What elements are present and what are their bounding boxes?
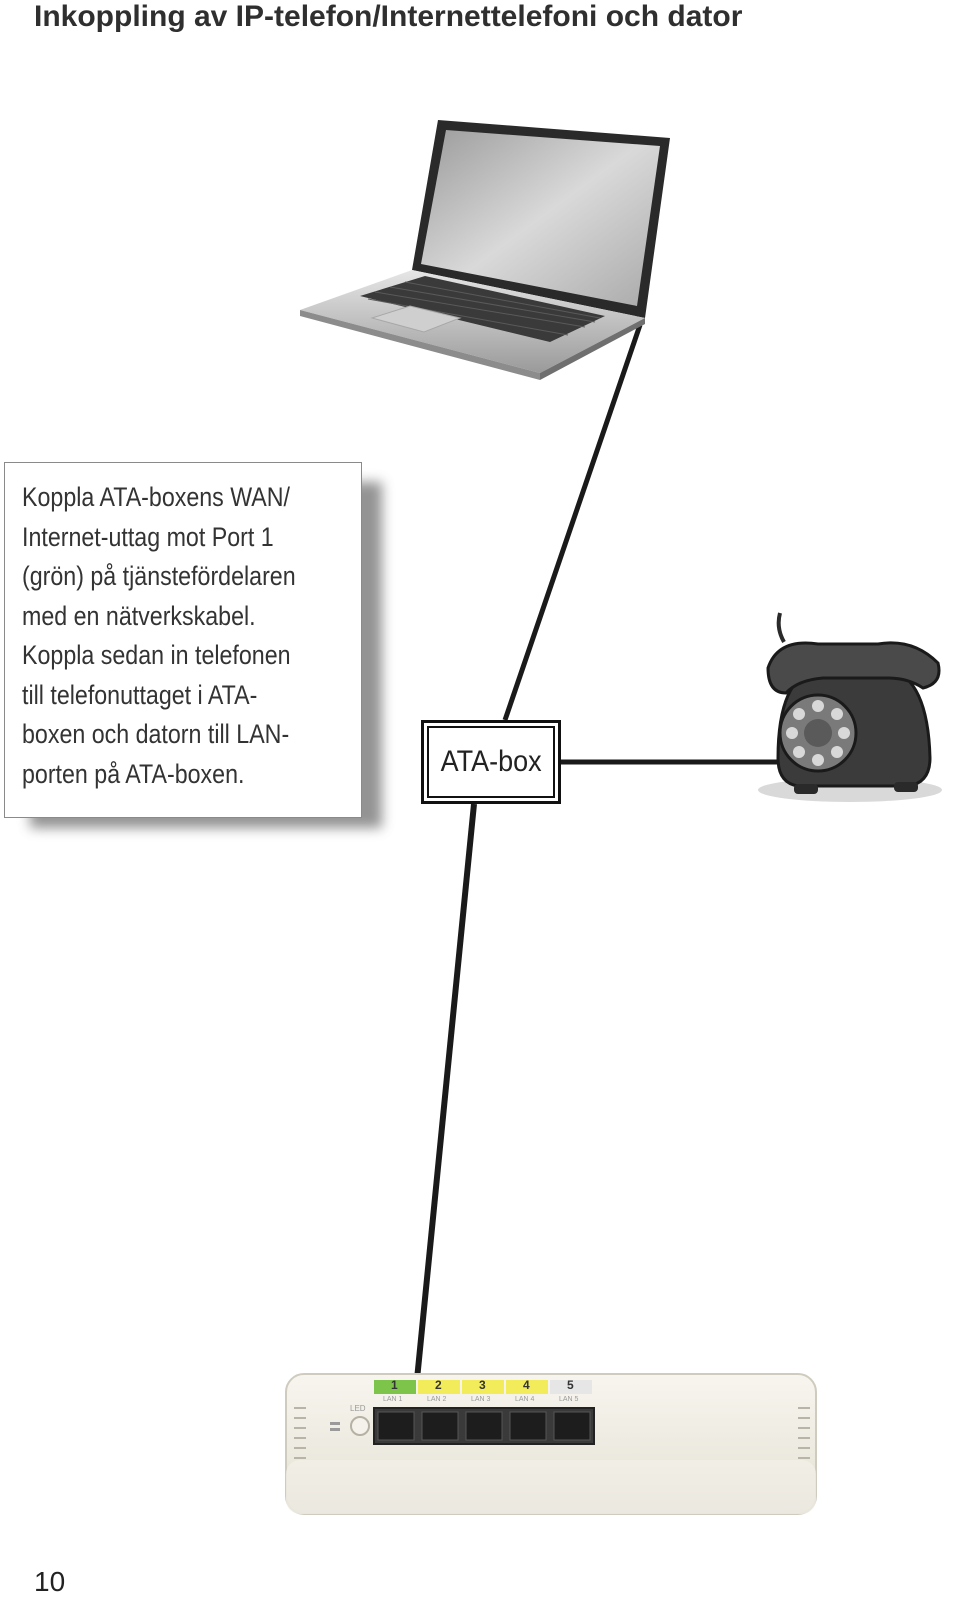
- page-title: Inkoppling av IP-telefon/Internettelefon…: [34, 0, 743, 33]
- ata-box: ATA-box: [421, 720, 561, 804]
- page-number: 10: [34, 1566, 66, 1597]
- port-color-strip: [550, 1380, 592, 1394]
- instruction-text: Koppla ATA-boxens WAN/ Internet-uttag mo…: [22, 482, 296, 789]
- led-label: LED: [350, 1404, 366, 1413]
- router-icon: 1 2 3 4 5 LAN 1 LAN 2 LAN 3 LAN 4 LAN 5 …: [282, 1368, 822, 1520]
- port-label-5: LAN 5: [559, 1396, 579, 1403]
- port-number-3: 3: [479, 1378, 486, 1392]
- port-number-1: 1: [391, 1378, 398, 1392]
- cable-laptop-to-ata: [502, 324, 643, 721]
- port-label-3: LAN 3: [471, 1396, 491, 1403]
- port-label-4: LAN 4: [515, 1396, 535, 1403]
- port-color-strip: [374, 1380, 416, 1394]
- instruction-callout: [4, 462, 362, 818]
- port-color-strip: [506, 1380, 548, 1394]
- router-body: [285, 1373, 817, 1515]
- port-number-2: 2: [435, 1378, 442, 1392]
- port-label-1: LAN 1: [383, 1396, 403, 1403]
- port-color-strip: [418, 1380, 460, 1394]
- ata-box-label: ATA-box: [440, 745, 542, 778]
- port-number-4: 4: [523, 1378, 530, 1392]
- port-number-5: 5: [567, 1378, 574, 1392]
- port-label-2: LAN 2: [427, 1396, 447, 1403]
- laptop-icon: [300, 120, 670, 380]
- rotary-phone-icon: [758, 612, 942, 802]
- port-color-strip: [462, 1380, 504, 1394]
- cable-ata-to-router: [408, 803, 477, 1441]
